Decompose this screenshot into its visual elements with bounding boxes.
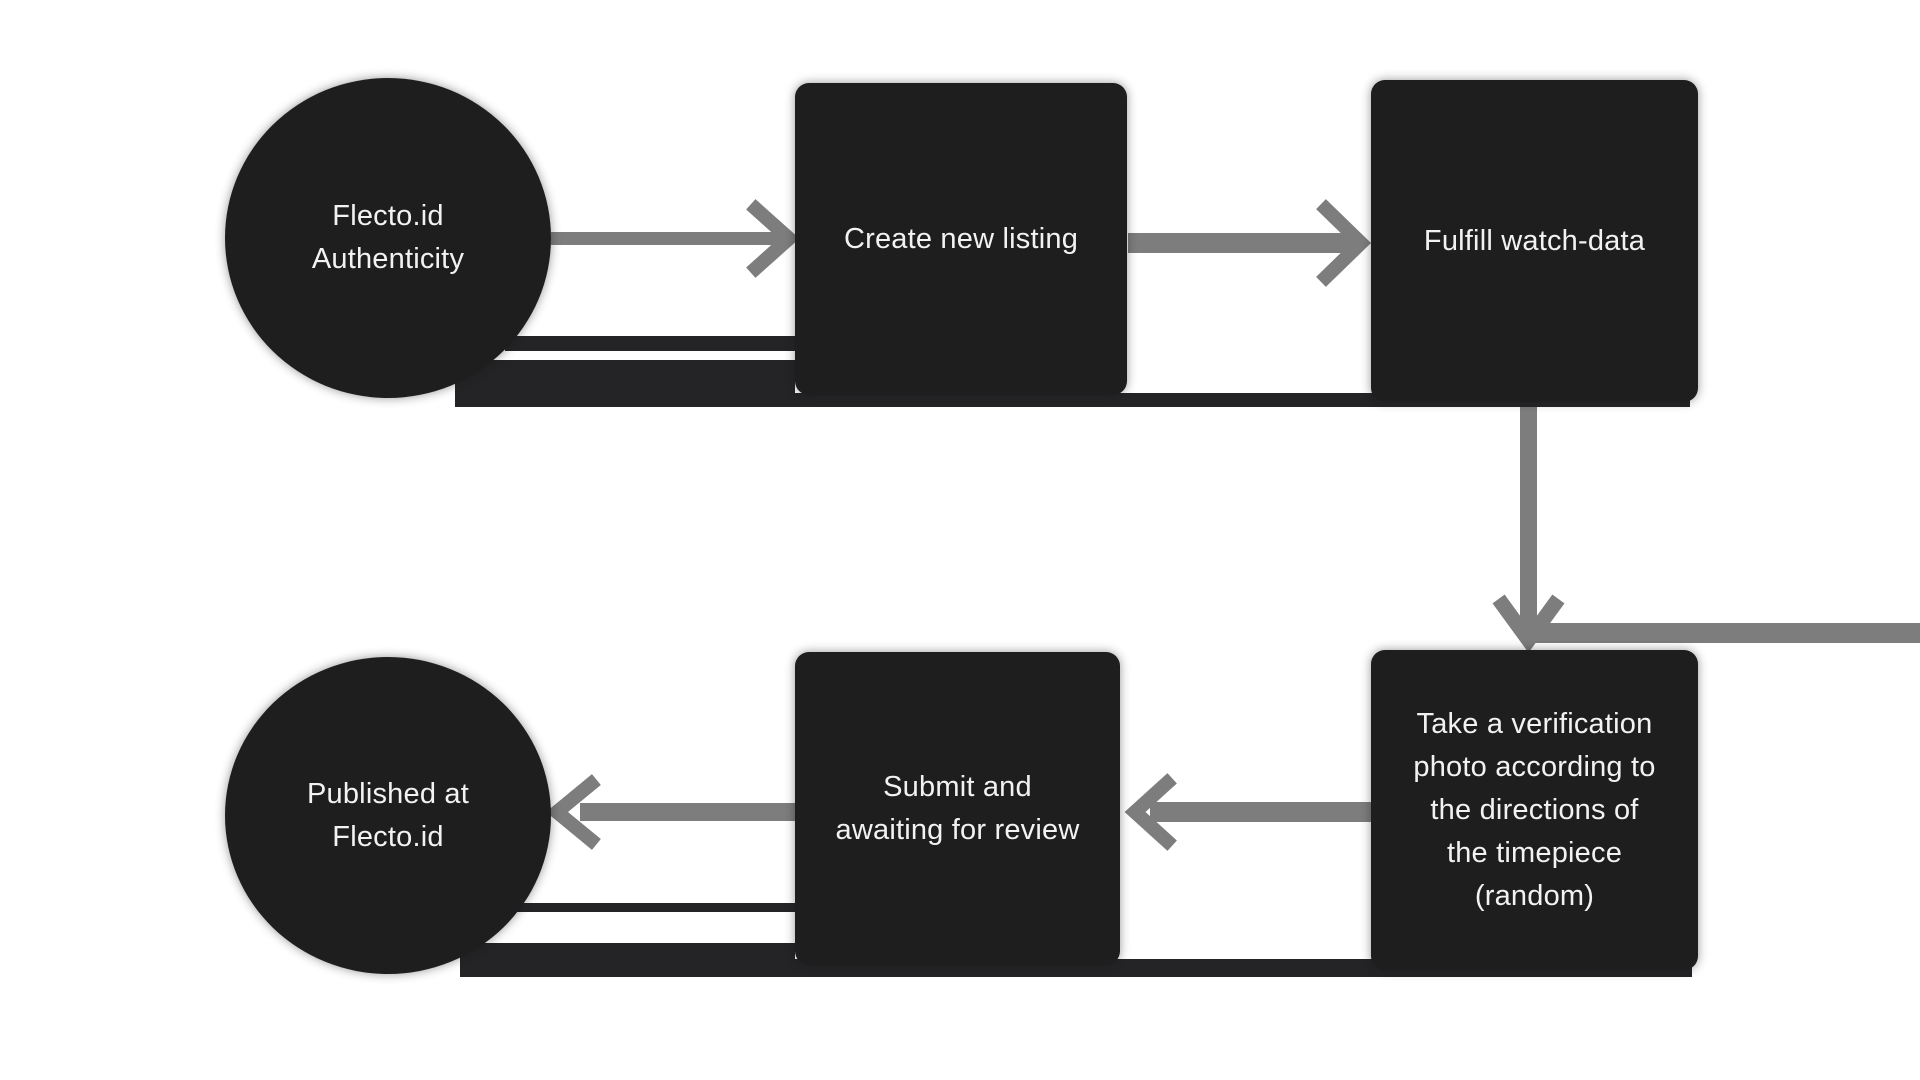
node-label: Flecto.id Authenticity bbox=[311, 200, 465, 275]
node-submit-awaiting-review: Submit and awaiting for review bbox=[795, 652, 1120, 965]
arrowhead-right-icon bbox=[746, 199, 800, 278]
node-published-at-flecto: Published at Flecto.id bbox=[225, 657, 551, 974]
node-label: Published at Flecto.id bbox=[306, 777, 469, 853]
arrow-create-listing-to-fulfill-watch-data bbox=[1128, 199, 1372, 287]
arrowhead-left-icon bbox=[1124, 773, 1177, 851]
node-label: Fulfill watch-data bbox=[1423, 224, 1646, 257]
arrowhead-left-icon bbox=[545, 774, 601, 850]
node-flecto-authenticity: Flecto.id Authenticity bbox=[225, 78, 551, 398]
connector-band-bottom-thin bbox=[515, 903, 795, 912]
node-label: Take a verification photo according to t… bbox=[1413, 707, 1656, 912]
arrowhead-right-icon bbox=[1316, 199, 1372, 287]
node-take-verification-photo: Take a verification photo according to t… bbox=[1371, 650, 1698, 970]
node-fulfill-watch-data: Fulfill watch-data bbox=[1371, 80, 1698, 402]
arrow-take-photo-to-submit-review bbox=[1124, 773, 1372, 851]
node-create-new-listing: Create new listing bbox=[795, 83, 1127, 395]
arrow-fulfill-watch-data-to-take-photo bbox=[1492, 400, 1565, 653]
arrow-authenticity-to-create-listing bbox=[551, 199, 800, 278]
connector-band-top-thin bbox=[505, 336, 795, 351]
arrowhead-down-icon bbox=[1492, 594, 1565, 653]
arrow-submit-review-to-published bbox=[545, 774, 795, 850]
node-label: Submit and awaiting for review bbox=[835, 770, 1080, 846]
node-label: Create new listing bbox=[843, 222, 1079, 255]
